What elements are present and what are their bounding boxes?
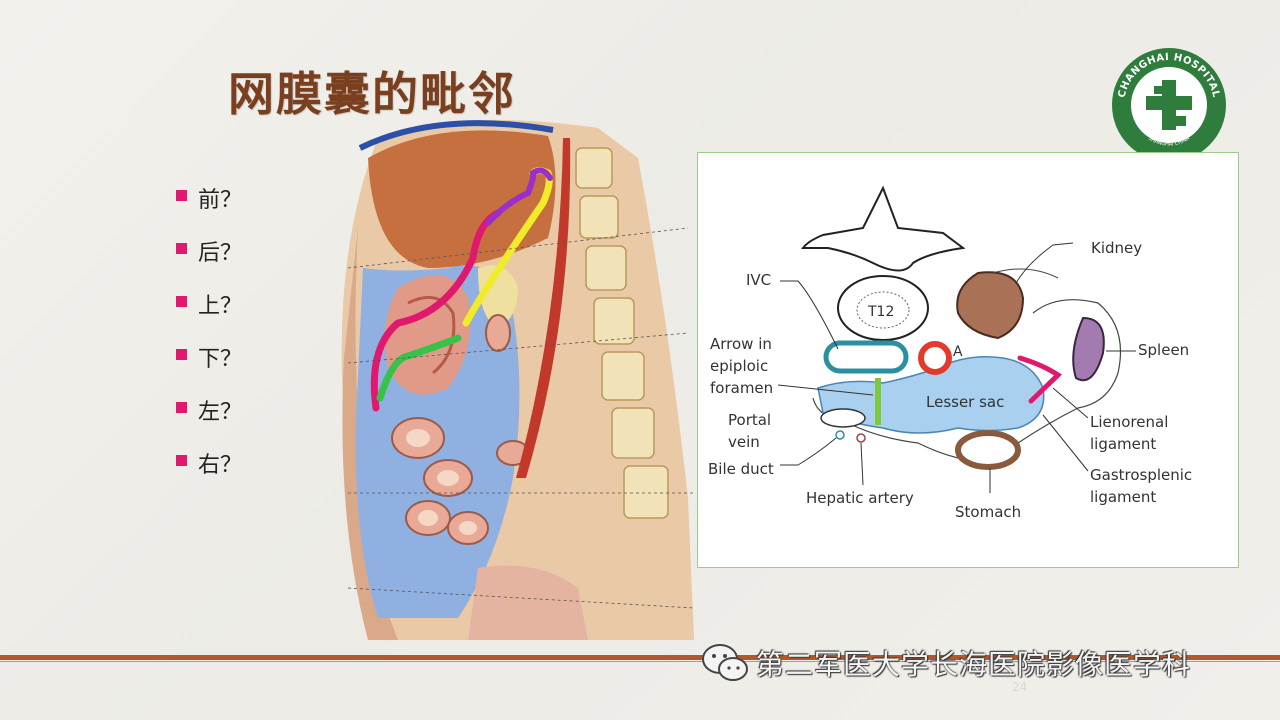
aorta-label: A <box>953 344 963 360</box>
gastrosplenic-ligament-label: Gastrosplenic ligament <box>1090 466 1193 506</box>
arrow-epiploic-label: Arrow in epiploic foramen <box>710 335 774 397</box>
t12-label: T12 <box>868 304 895 320</box>
bullet-square-icon <box>176 243 187 254</box>
kidney-label: Kidney <box>1091 239 1143 257</box>
stomach-label: Stomach <box>955 503 1022 521</box>
bullet-item: 左？ <box>176 394 242 447</box>
bullet-item: 后？ <box>176 235 242 288</box>
lienorenal-ligament-label: Lienorenal ligament <box>1090 413 1169 453</box>
bullet-item: 前？ <box>176 182 242 235</box>
hepatic-artery-label: Hepatic artery <box>806 489 914 507</box>
watermark-text: 第二军医大学长海医院影像医学科 <box>756 648 1192 681</box>
bullet-square-icon <box>176 349 187 360</box>
ivc-label: IVC <box>746 271 772 289</box>
bullet-square-icon <box>176 190 187 201</box>
slide-title: 网膜囊的毗邻 <box>228 67 516 121</box>
bullet-item: 上？ <box>176 288 242 341</box>
bullet-list: 前？ 后？ 上？ 下？ 左？ 右？ <box>176 182 242 500</box>
footer-rule <box>0 655 1280 660</box>
bullet-square-icon <box>176 455 187 466</box>
cross-section-drawing <box>777 185 1136 493</box>
bullet-item: 下？ <box>176 341 242 394</box>
spleen-label: Spleen <box>1138 341 1190 359</box>
page-number: 24 <box>1012 680 1028 694</box>
bullet-square-icon <box>176 296 187 307</box>
sagittal-anatomy-illustration <box>341 120 694 640</box>
bile-duct-label: Bile duct <box>708 460 774 478</box>
footer-rule-thin <box>0 661 1280 662</box>
bullet-square-icon <box>176 402 187 413</box>
lesser-sac-cross-section: Kidney IVC T12 Arrow in epiploic foramen… <box>697 152 1239 568</box>
wechat-icon <box>702 644 748 681</box>
portal-vein-label: Portal vein <box>728 411 772 451</box>
bullet-item: 右？ <box>176 447 242 500</box>
lesser-sac-label: Lesser sac <box>926 393 1005 411</box>
hospital-logo: CHANGHAI HOSPITAL SHANGHAI CHINA <box>1112 48 1226 162</box>
watermark: 第二军医大学长海医院影像医学科 <box>700 640 1191 686</box>
